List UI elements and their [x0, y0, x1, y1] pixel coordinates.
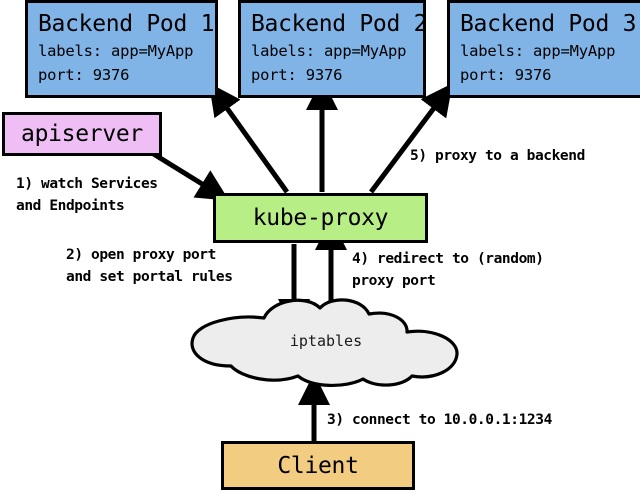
annotation-step4-line1: 4) redirect to (random) — [352, 251, 544, 267]
arrow-kubeproxy-to-pod1 — [208, 82, 290, 194]
pod-labels: labels: app=MyApp — [251, 42, 407, 60]
annotation-step3: 3) connect to 10.0.0.1:1234 — [327, 412, 552, 428]
annotation-step1-line2: and Endpoints — [16, 198, 125, 214]
pod-title: Backend Pod 2 — [251, 11, 428, 37]
annotation-step2-line1: 2) open proxy port — [66, 247, 216, 263]
pod-port: port: 9376 — [38, 66, 130, 84]
kube-proxy-node[interactable]: kube-proxy — [213, 193, 428, 243]
apiserver-label: apiserver — [21, 121, 143, 147]
iptables-cloud[interactable]: iptables — [186, 296, 466, 388]
apiserver-node[interactable]: apiserver — [2, 112, 162, 156]
annotation-step2-line2: and set portal rules — [66, 269, 233, 285]
backend-pod-3[interactable]: Backend Pod 3 labels: app=MyApp port: 93… — [447, 0, 640, 98]
client-node[interactable]: Client — [221, 441, 415, 490]
annotation-step1-line1: 1) watch Services — [16, 176, 158, 192]
pod-port: port: 9376 — [251, 66, 343, 84]
pod-title: Backend Pod 1 — [38, 11, 215, 37]
kube-proxy-label: kube-proxy — [252, 205, 389, 231]
pod-labels: labels: app=MyApp — [38, 42, 194, 60]
arrow-apiserver-to-kubeproxy — [150, 150, 230, 201]
backend-pod-2[interactable]: Backend Pod 2 labels: app=MyApp port: 93… — [238, 0, 428, 98]
iptables-label: iptables — [289, 332, 363, 350]
pod-port: port: 9376 — [460, 66, 552, 84]
client-label: Client — [277, 452, 359, 479]
pod-title: Backend Pod 3 — [460, 11, 637, 37]
pod-labels: labels: app=MyApp — [460, 42, 616, 60]
backend-pod-1[interactable]: Backend Pod 1 labels: app=MyApp port: 93… — [25, 0, 218, 98]
annotation-step5: 5) proxy to a backend — [410, 148, 585, 164]
annotation-step4-line2: proxy port — [352, 273, 436, 289]
